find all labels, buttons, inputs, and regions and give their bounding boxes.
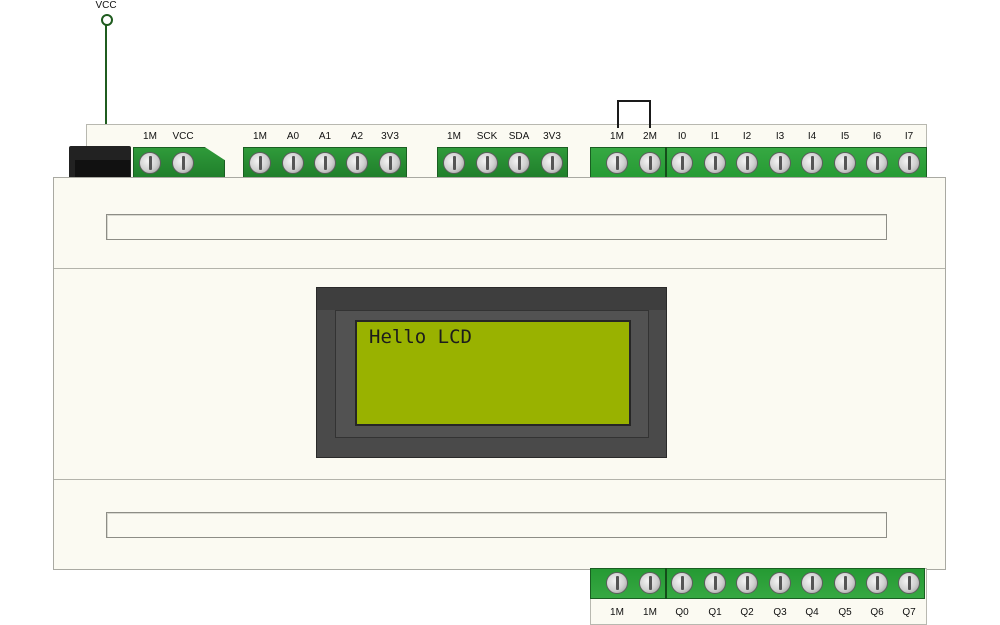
screw-terminal-i0[interactable] bbox=[671, 152, 693, 174]
screw-terminal-i1[interactable] bbox=[704, 152, 726, 174]
terminal-label-i5: I5 bbox=[840, 131, 850, 142]
label-slot-bottom bbox=[106, 512, 887, 538]
terminal-label-1m: 1M bbox=[610, 607, 624, 618]
terminal-label-sda: SDA bbox=[508, 131, 530, 142]
terminal-label-i1: I1 bbox=[710, 131, 720, 142]
terminal-label-3v3: 3V3 bbox=[381, 131, 399, 142]
terminal-label-vcc: VCC bbox=[172, 131, 194, 142]
screw-terminal-q4[interactable] bbox=[801, 572, 823, 594]
terminal-label-1m: 1M bbox=[643, 607, 657, 618]
terminal-label-q3: Q3 bbox=[773, 607, 787, 618]
screw-terminal-1m[interactable] bbox=[606, 572, 628, 594]
screw-terminal-q0[interactable] bbox=[671, 572, 693, 594]
screw-terminal-a1[interactable] bbox=[314, 152, 336, 174]
vcc-pin-icon[interactable] bbox=[101, 14, 113, 26]
block-divider bbox=[665, 568, 667, 599]
screw-terminal-1m[interactable] bbox=[443, 152, 465, 174]
terminal-label-1m: 1M bbox=[143, 131, 157, 142]
lcd-line-1: Hello LCD bbox=[369, 326, 472, 348]
screw-terminal-vcc[interactable] bbox=[172, 152, 194, 174]
screw-terminal-2m[interactable] bbox=[639, 152, 661, 174]
screw-terminal-3v3[interactable] bbox=[379, 152, 401, 174]
terminal-label-i4: I4 bbox=[807, 131, 817, 142]
screw-terminal-i4[interactable] bbox=[801, 152, 823, 174]
screw-terminal-i6[interactable] bbox=[866, 152, 888, 174]
terminal-label-i2: I2 bbox=[742, 131, 752, 142]
jumper-wire bbox=[649, 100, 651, 128]
screw-terminal-1m[interactable] bbox=[639, 572, 661, 594]
terminal-label-a0: A0 bbox=[286, 131, 300, 142]
screw-terminal-q2[interactable] bbox=[736, 572, 758, 594]
screw-terminal-q3[interactable] bbox=[769, 572, 791, 594]
block-divider bbox=[665, 147, 667, 180]
terminal-label-q2: Q2 bbox=[740, 607, 754, 618]
screw-terminal-1m[interactable] bbox=[139, 152, 161, 174]
terminal-label-1m: 1M bbox=[447, 131, 461, 142]
terminal-label-i0: I0 bbox=[677, 131, 687, 142]
terminal-label-i3: I3 bbox=[775, 131, 785, 142]
terminal-label-q5: Q5 bbox=[838, 607, 852, 618]
screw-terminal-1m[interactable] bbox=[606, 152, 628, 174]
lcd-module: Hello LCD bbox=[316, 287, 667, 458]
screw-terminal-q7[interactable] bbox=[898, 572, 920, 594]
terminal-label-3v3: 3V3 bbox=[543, 131, 561, 142]
terminal-label-i7: I7 bbox=[904, 131, 914, 142]
terminal-label-a1: A1 bbox=[318, 131, 332, 142]
screw-terminal-i2[interactable] bbox=[736, 152, 758, 174]
screw-terminal-a0[interactable] bbox=[282, 152, 304, 174]
screw-terminal-q6[interactable] bbox=[866, 572, 888, 594]
terminal-label-q6: Q6 bbox=[870, 607, 884, 618]
label-slot-top bbox=[106, 214, 887, 240]
terminal-label-q1: Q1 bbox=[708, 607, 722, 618]
terminal-label-q7: Q7 bbox=[902, 607, 916, 618]
terminal-label-2m: 2M bbox=[643, 131, 657, 142]
jumper-wire bbox=[617, 100, 619, 128]
screw-terminal-sda[interactable] bbox=[508, 152, 530, 174]
terminal-label-q0: Q0 bbox=[675, 607, 689, 618]
housing-seam bbox=[54, 479, 945, 480]
lcd-screen: Hello LCD bbox=[355, 320, 631, 426]
terminal-label-i6: I6 bbox=[872, 131, 882, 142]
screw-terminal-1m[interactable] bbox=[249, 152, 271, 174]
vcc-wire bbox=[105, 25, 107, 125]
jumper-wire bbox=[617, 100, 651, 102]
screw-terminal-a2[interactable] bbox=[346, 152, 368, 174]
screw-terminal-i7[interactable] bbox=[898, 152, 920, 174]
power-jack-base bbox=[75, 160, 130, 180]
screw-terminal-i5[interactable] bbox=[834, 152, 856, 174]
lcd-bezel-top bbox=[317, 288, 666, 310]
terminal-label-1m: 1M bbox=[253, 131, 267, 142]
screw-terminal-q5[interactable] bbox=[834, 572, 856, 594]
screw-terminal-sck[interactable] bbox=[476, 152, 498, 174]
screw-terminal-3v3[interactable] bbox=[541, 152, 563, 174]
screw-terminal-i3[interactable] bbox=[769, 152, 791, 174]
vcc-net-label: VCC bbox=[95, 0, 117, 11]
terminal-label-a2: A2 bbox=[350, 131, 364, 142]
screw-terminal-q1[interactable] bbox=[704, 572, 726, 594]
terminal-label-1m: 1M bbox=[610, 131, 624, 142]
housing-seam bbox=[54, 268, 945, 269]
terminal-label-sck: SCK bbox=[476, 131, 498, 142]
terminal-label-q4: Q4 bbox=[805, 607, 819, 618]
